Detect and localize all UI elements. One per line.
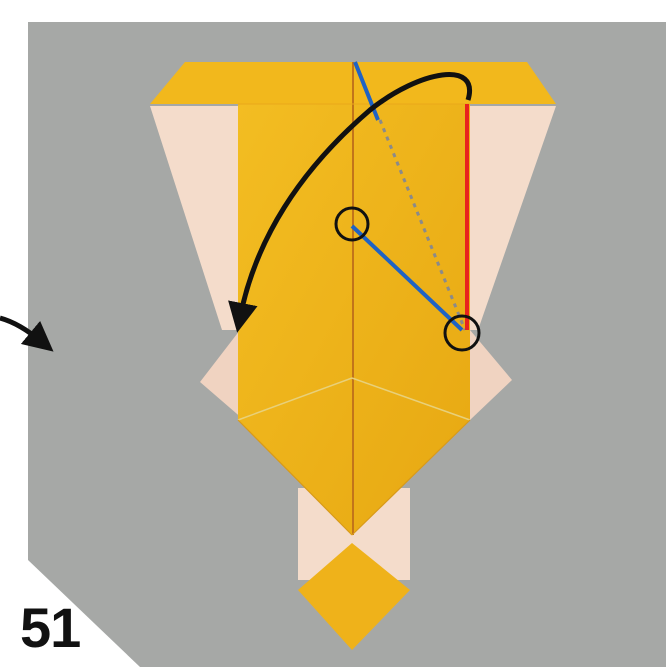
step-number: 51 [20,600,80,656]
